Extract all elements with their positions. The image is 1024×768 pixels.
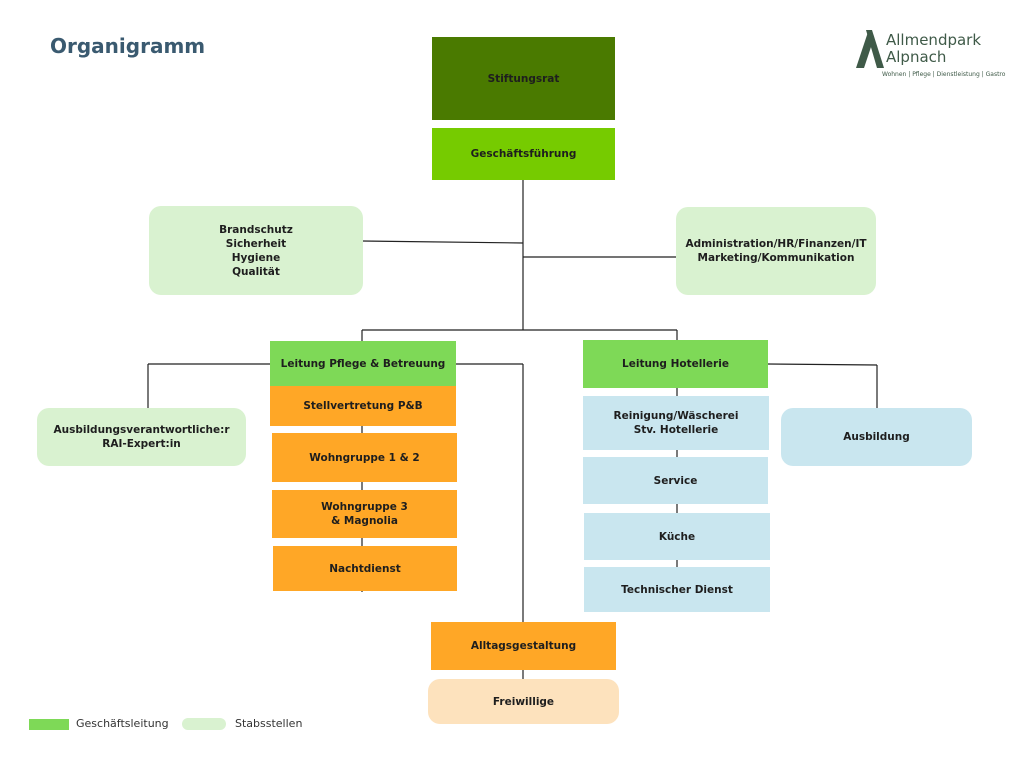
connector-stab-left [361, 240, 524, 244]
node-stiftungsrat: Stiftungsrat [432, 37, 615, 120]
node-leitung-pflege: Leitung Pflege & Betreuung [270, 341, 456, 386]
node-leitung-hotellerie: Leitung Hotellerie [583, 340, 768, 388]
logo: Allmendpark Alpnach Wohnen | Pflege | Di… [848, 26, 1008, 86]
node-kueche: Küche [584, 513, 770, 560]
legend-label-stabsstellen: Stabsstellen [235, 717, 303, 730]
logo-tagline: Wohnen | Pflege | Dienstleistung | Gastr… [882, 71, 1006, 78]
node-geschaeftsfuehrung: Geschäftsführung [432, 128, 615, 180]
node-reinigung: Reinigung/Wäscherei Stv. Hotellerie [583, 396, 769, 450]
node-wohngruppe-3: Wohngruppe 3 & Magnolia [272, 490, 457, 538]
node-ausbildung: Ausbildung [781, 408, 972, 466]
legend-swatch-geschaeftsleitung [29, 719, 69, 730]
node-alltagsgestaltung: Alltagsgestaltung [431, 622, 616, 670]
logo-name: Allmendpark Alpnach [886, 31, 982, 66]
legend-label-geschaeftsleitung: Geschäftsleitung [76, 717, 169, 730]
node-stellvertretung: Stellvertretung P&B [270, 386, 456, 426]
logo-mark-icon [856, 30, 884, 68]
node-freiwillige: Freiwillige [428, 679, 619, 724]
node-nachtdienst: Nachtdienst [273, 546, 457, 591]
connector-hotellerie-right [767, 363, 878, 366]
node-wohngruppe-1-2: Wohngruppe 1 & 2 [272, 433, 457, 482]
node-ausbildungsverantwortliche: Ausbildungsverantwortliche:r RAI-Expert:… [37, 408, 246, 466]
node-stab-administration: Administration/HR/Finanzen/IT Marketing/… [676, 207, 876, 295]
legend-swatch-stabsstellen [182, 718, 226, 730]
node-service: Service [583, 457, 768, 504]
node-stab-brandschutz: Brandschutz Sicherheit Hygiene Qualität [149, 206, 363, 295]
page-title: Organigramm [50, 34, 206, 58]
node-technischer-dienst: Technischer Dienst [584, 567, 770, 612]
